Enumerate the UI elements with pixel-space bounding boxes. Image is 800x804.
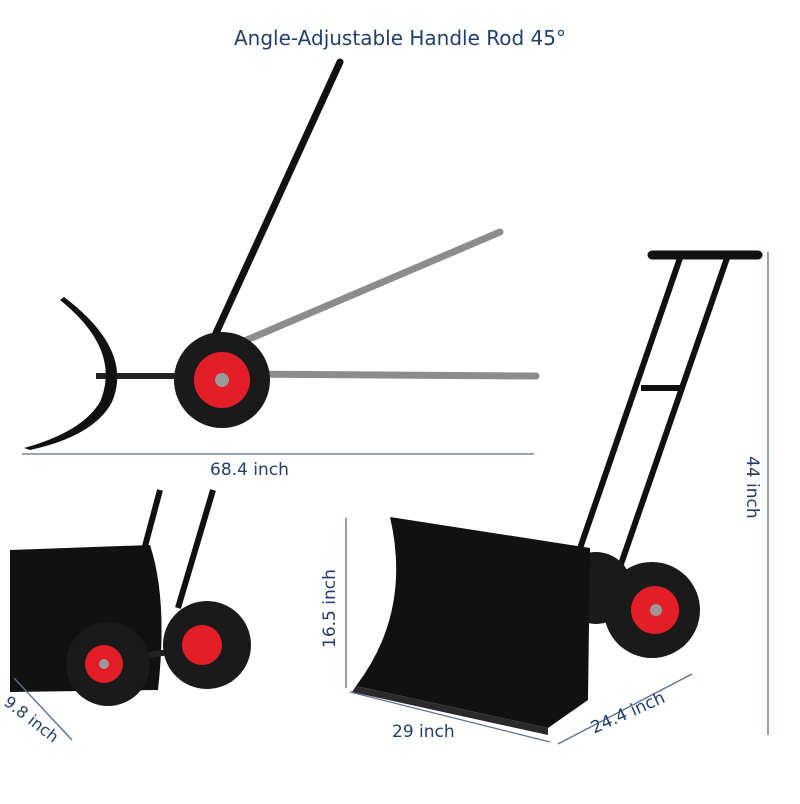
blade-width-label: 29 inch [392, 722, 455, 742]
front-view [345, 250, 769, 745]
title: Angle-Adjustable Handle Rod 45° [233, 26, 566, 50]
side-view [22, 58, 540, 455]
detail-view [10, 489, 251, 741]
blade-width-dimension-line [349, 691, 551, 743]
ghost-handle-angled [231, 228, 504, 349]
blade-front [356, 517, 590, 728]
handle-rod [202, 58, 344, 359]
blade-side [24, 297, 118, 450]
height-label: 44 inch [742, 456, 762, 519]
ghost-handle-flat [231, 370, 540, 380]
depth-dimension-line [557, 673, 693, 745]
blade-height-label: 16.5 inch [320, 569, 340, 648]
length-label: 68.4 inch [210, 460, 289, 480]
wheel-width-dimension-line [13, 677, 73, 741]
